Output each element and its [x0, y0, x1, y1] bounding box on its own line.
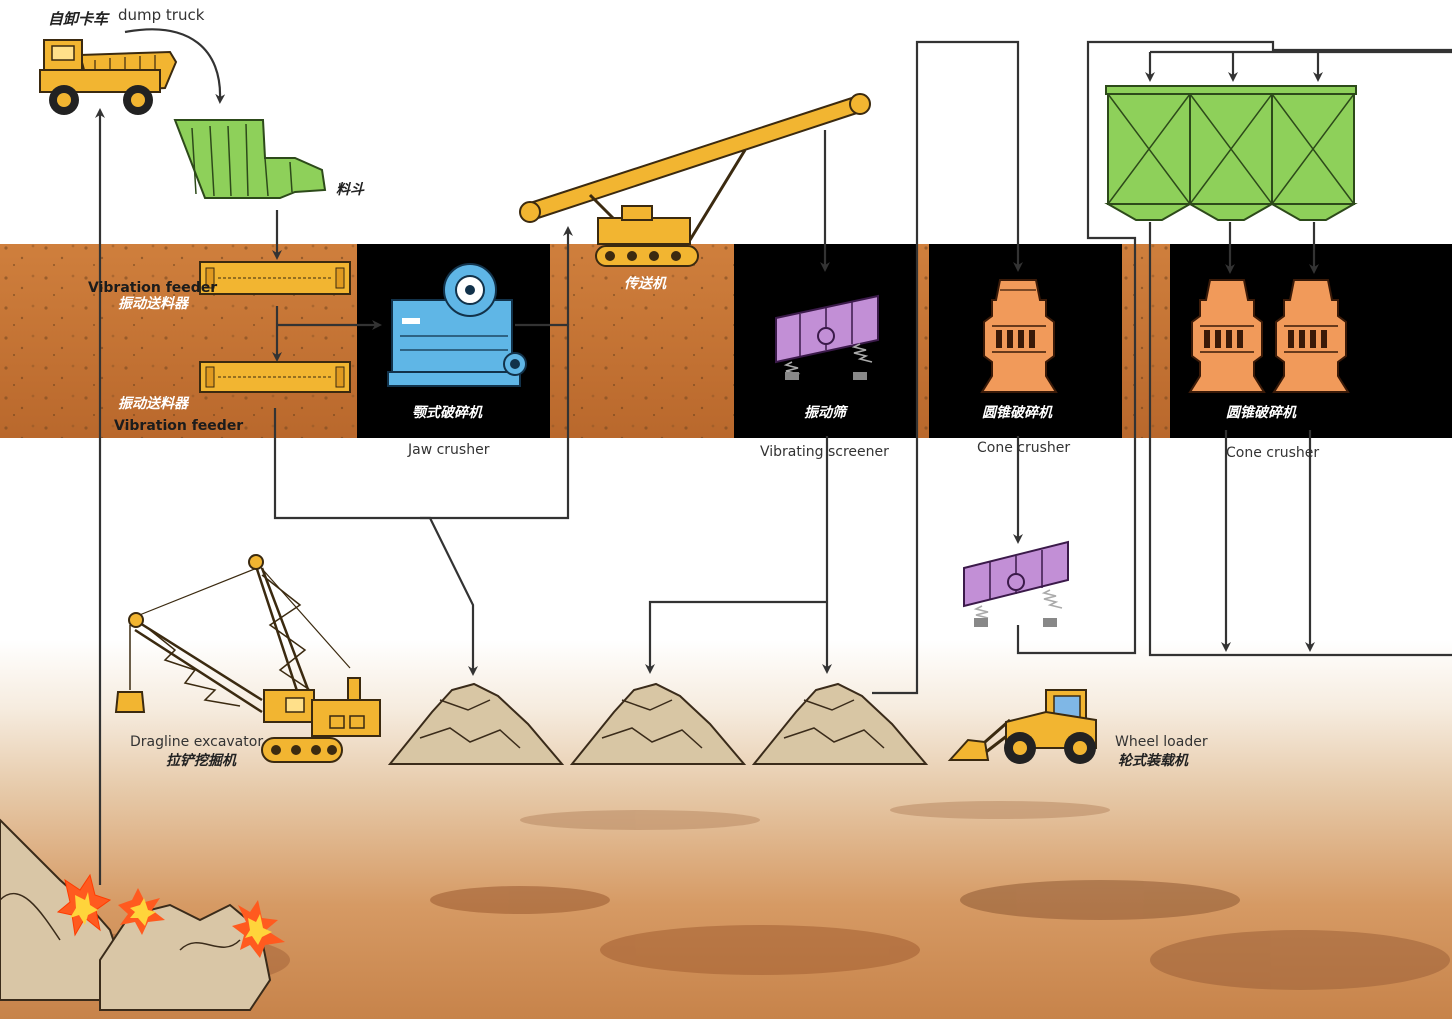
- jaw-crusher-en-label: Jaw crusher: [407, 442, 490, 458]
- wheel-loader-icon: [947, 689, 1097, 764]
- feeder-1-cn-label: 振动送料器: [118, 295, 190, 312]
- cone-crusher-2a-icon: [1188, 279, 1266, 393]
- conveyor-icon: [519, 93, 871, 267]
- hopper-icon: [173, 119, 327, 199]
- feeder-2-en-label: Vibration feeder: [114, 418, 243, 434]
- dragline-cn-label: 拉铲挖掘机: [166, 752, 237, 769]
- hopper-label: 料斗: [336, 181, 365, 198]
- feeder-1-en-label: Vibration feeder: [88, 280, 217, 296]
- cone-crusher-1-cn-label: 圆锥破碎机: [982, 404, 1053, 421]
- cone-crusher-1-en-label: Cone crusher: [977, 440, 1070, 456]
- vibration-feeder-1-icon: [199, 261, 351, 295]
- loader-cn-label: 轮式装载机: [1118, 752, 1189, 769]
- dump-truck-cn-label: 自卸卡车: [48, 10, 110, 28]
- flow-lines: [95, 28, 1452, 885]
- storage-silos-icon: [1104, 85, 1358, 221]
- dump-truck-en-label: dump truck: [118, 6, 205, 24]
- cone-crusher-2b-icon: [1272, 279, 1350, 393]
- cone-crusher-1-icon: [980, 279, 1058, 393]
- dragline-en-label: Dragline excavator: [130, 734, 263, 750]
- vibration-feeder-2-icon: [199, 361, 351, 393]
- dump-truck-icon: [39, 39, 178, 115]
- material-pile-1-icon: [387, 682, 565, 765]
- cone-crusher-2-cn-label: 圆锥破碎机: [1226, 404, 1297, 421]
- vibrating-screen-icon: [775, 294, 879, 380]
- screen-en-label: Vibrating screener: [760, 444, 889, 460]
- loader-en-label: Wheel loader: [1115, 734, 1208, 750]
- conveyor-label: 传送机: [624, 275, 667, 292]
- blast-explosion-icon: [56, 873, 285, 958]
- jaw-crusher-cn-label: 颚式破碎机: [412, 404, 483, 421]
- jaw-crusher-icon: [387, 263, 527, 387]
- material-pile-3-icon: [751, 682, 929, 765]
- cone-crusher-2-en-label: Cone crusher: [1226, 445, 1319, 461]
- feeder-2-cn-label: 振动送料器: [118, 395, 190, 412]
- material-pile-2-icon: [569, 682, 747, 765]
- screen-cn-label: 振动筛: [804, 404, 849, 421]
- vibrating-screen-2-icon: [963, 540, 1069, 627]
- dragline-excavator-icon: [114, 554, 381, 763]
